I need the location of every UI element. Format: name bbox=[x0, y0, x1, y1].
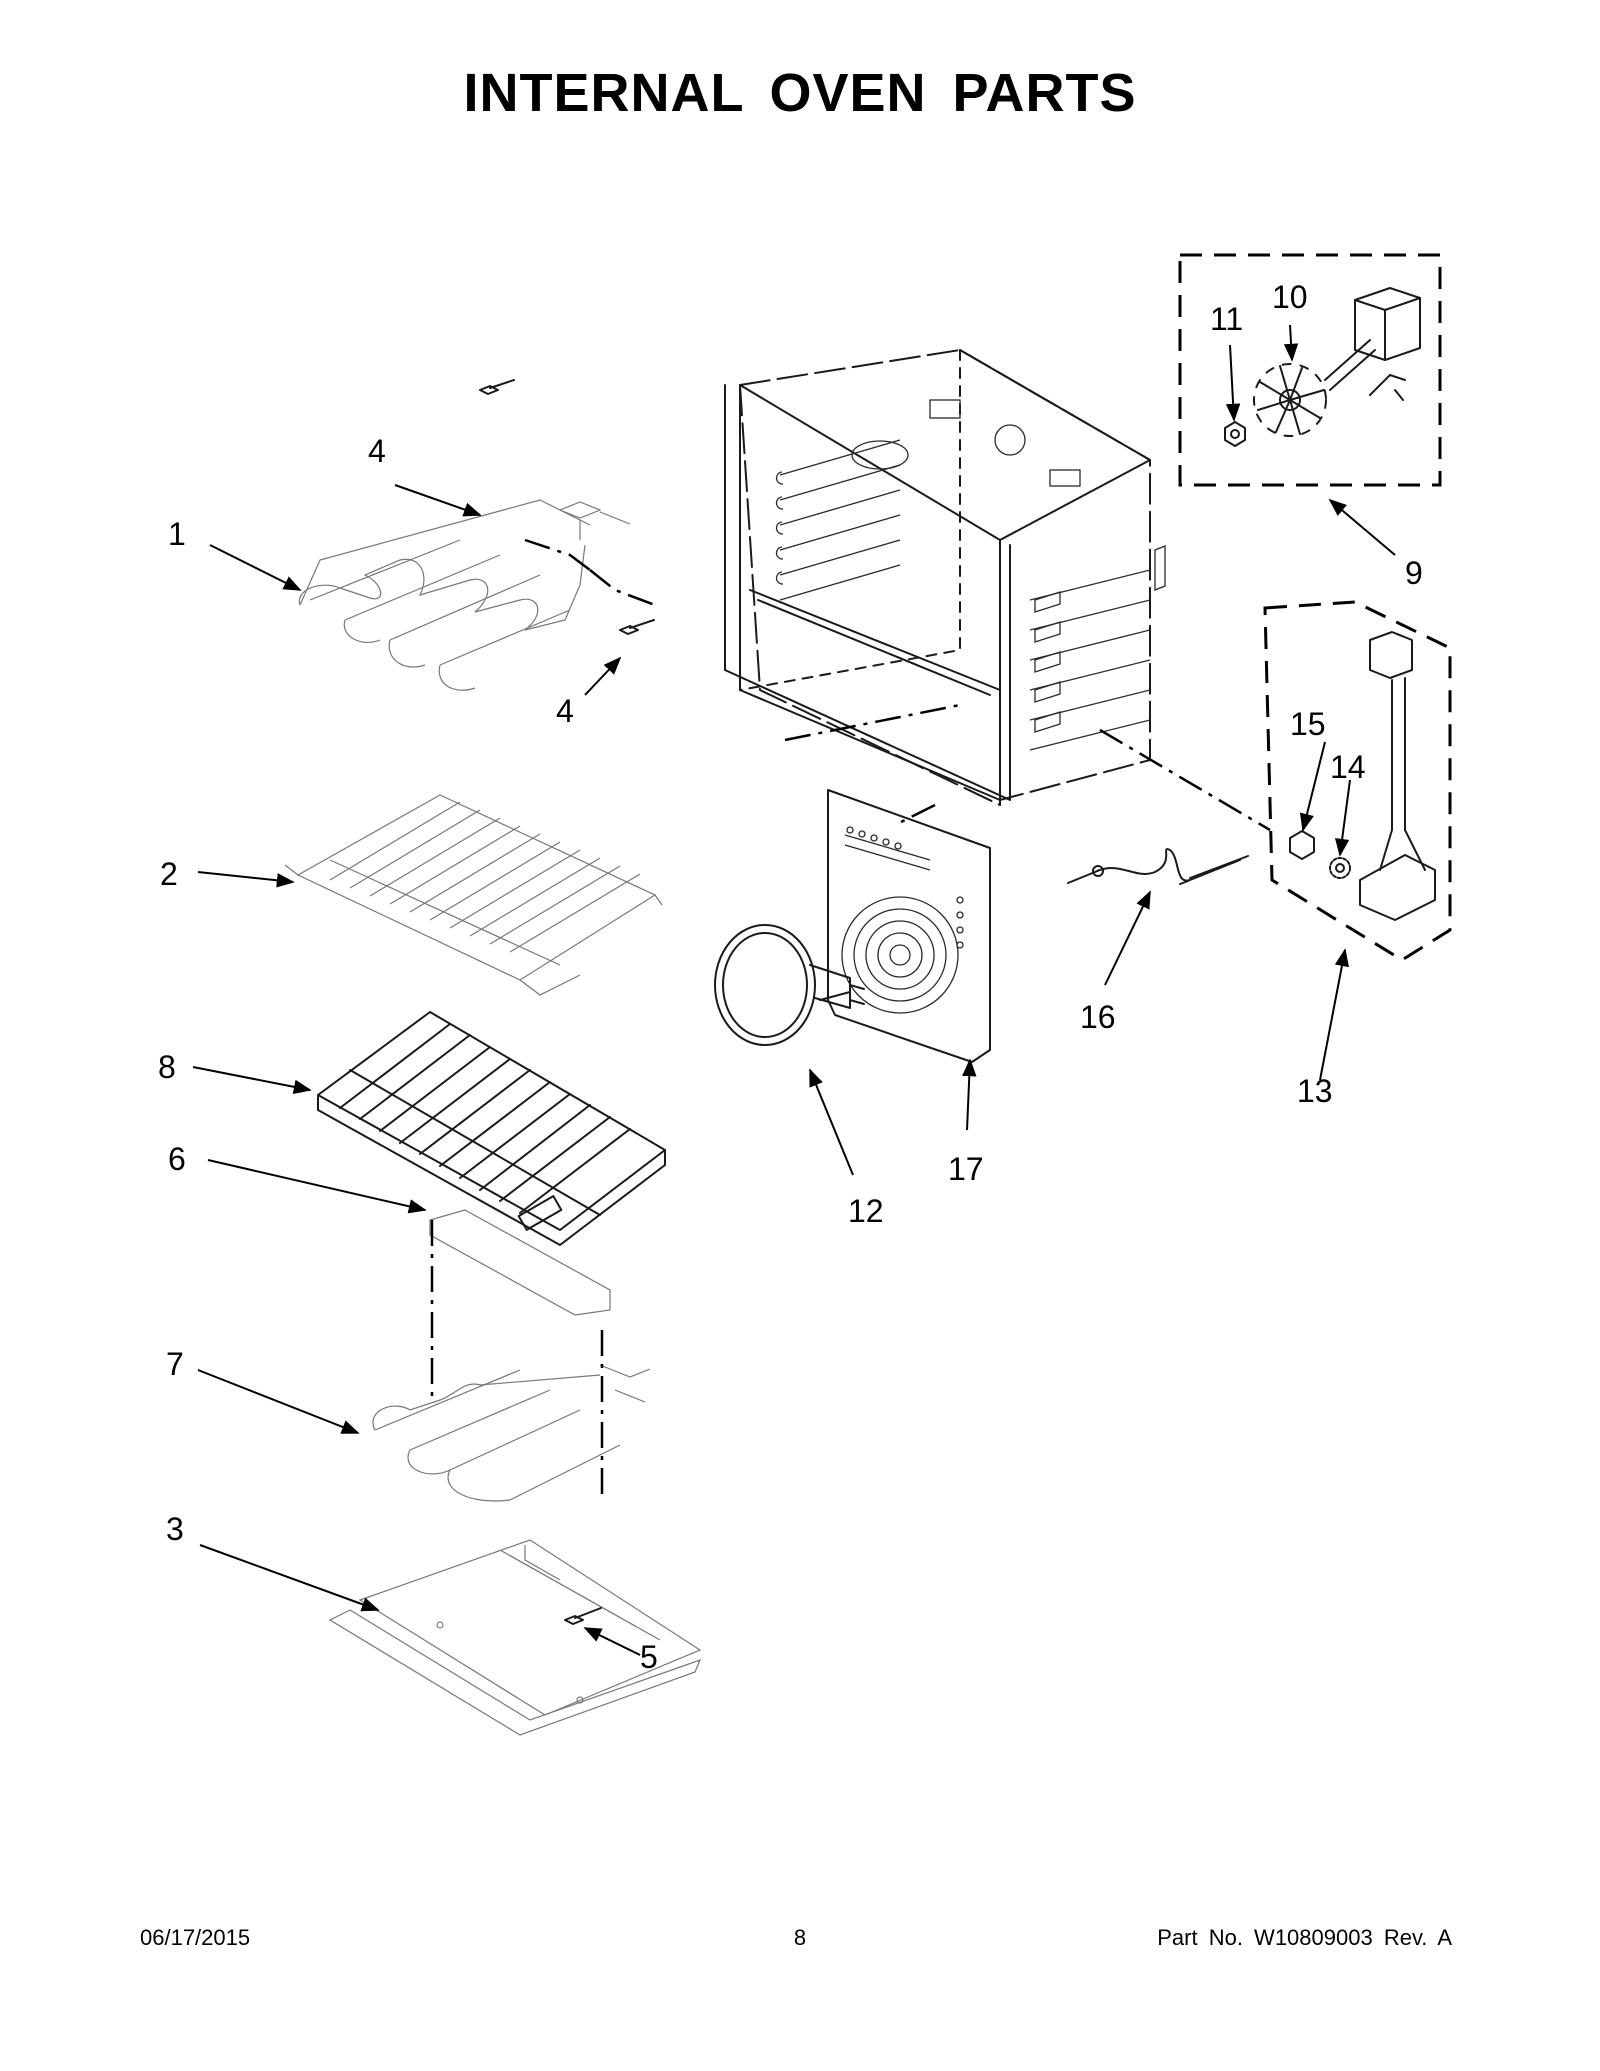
callout-13: 13 bbox=[1297, 1073, 1333, 1109]
convection-element bbox=[714, 924, 865, 1046]
callout-6: 6 bbox=[168, 1141, 186, 1177]
nut-11 bbox=[1224, 421, 1246, 447]
callout-3: 3 bbox=[166, 1511, 184, 1547]
heat-shield bbox=[429, 1209, 611, 1316]
bottom-cover bbox=[328, 1539, 702, 1736]
sensor-kit-group-box bbox=[1263, 600, 1452, 962]
callout-4-top: 4 bbox=[368, 433, 386, 469]
callout-1: 1 bbox=[168, 516, 186, 552]
nut-15 bbox=[1289, 830, 1315, 860]
callout-7: 7 bbox=[166, 1346, 184, 1382]
footer-page-number: 8 bbox=[793, 1925, 807, 1950]
callout-labels: 1 2 3 4 4 5 6 7 8 9 10 11 12 13 14 15 16… bbox=[158, 279, 1423, 1675]
motor-kit-group-box bbox=[1178, 253, 1442, 487]
screw-upper-2 bbox=[619, 619, 655, 635]
screw-lower bbox=[564, 1607, 602, 1625]
callout-4-bottom: 4 bbox=[556, 693, 574, 729]
footer-date: 06/17/2015 bbox=[140, 1925, 251, 1950]
convection-cover bbox=[827, 789, 991, 1063]
temperature-probe bbox=[1067, 848, 1249, 885]
washer-14 bbox=[1329, 857, 1351, 879]
callout-14: 14 bbox=[1330, 749, 1366, 785]
callout-17: 17 bbox=[948, 1151, 984, 1187]
screw-upper-1 bbox=[479, 379, 515, 395]
page-title: INTERNAL OVEN PARTS bbox=[463, 63, 1137, 123]
leader-arrows bbox=[192, 324, 1396, 1656]
callout-16: 16 bbox=[1080, 999, 1116, 1035]
footer-part-number: Part No. W10809003 Rev. A bbox=[1157, 1925, 1452, 1950]
upper-element bbox=[298, 499, 631, 691]
callout-5: 5 bbox=[640, 1639, 658, 1675]
callout-10: 10 bbox=[1272, 279, 1308, 315]
callout-9: 9 bbox=[1405, 555, 1423, 591]
callout-11: 11 bbox=[1210, 301, 1243, 337]
bake-element bbox=[372, 1364, 651, 1502]
fan-blade bbox=[1253, 363, 1327, 437]
callout-8: 8 bbox=[158, 1049, 176, 1085]
oven-rack bbox=[284, 794, 663, 996]
callout-2: 2 bbox=[160, 856, 178, 892]
roll-out-rack bbox=[317, 1011, 666, 1246]
callout-12: 12 bbox=[848, 1193, 884, 1229]
assembly-lines bbox=[430, 538, 1271, 1495]
convection-motor bbox=[1324, 287, 1421, 401]
callout-15: 15 bbox=[1290, 706, 1326, 742]
oven-cavity bbox=[724, 349, 1166, 806]
oven-sensor bbox=[1359, 631, 1436, 921]
